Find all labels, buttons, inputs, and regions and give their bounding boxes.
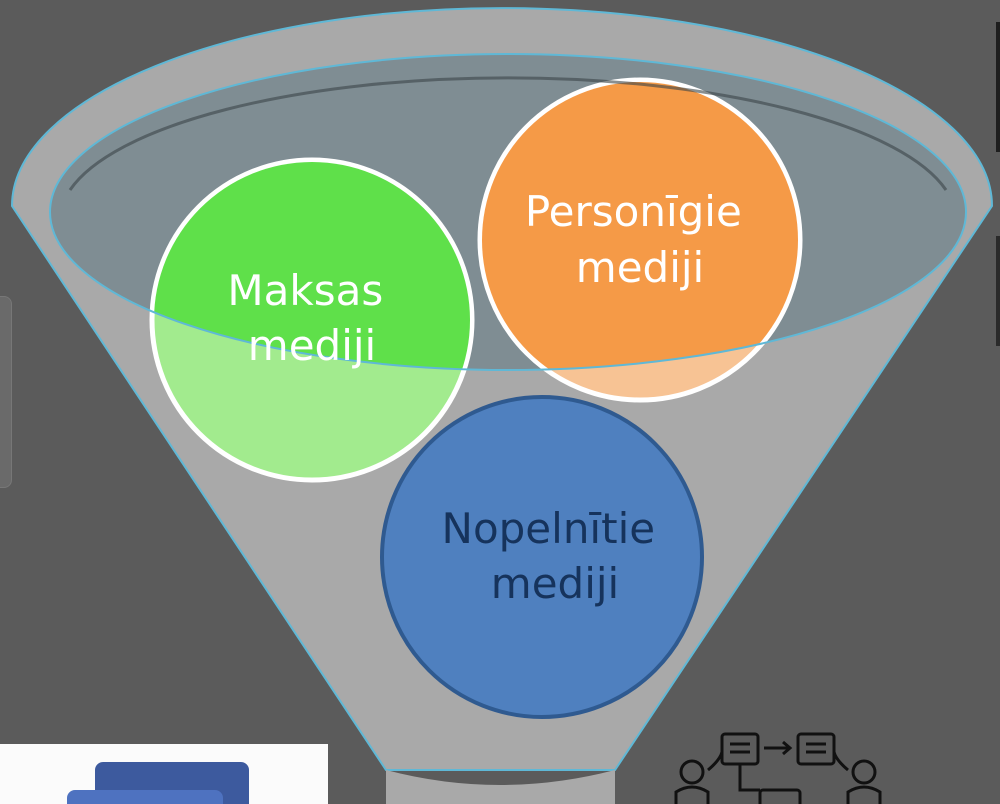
right-edge-bar bbox=[990, 0, 1000, 804]
workflow-people-icon bbox=[674, 732, 882, 804]
funnel-rim bbox=[49, 53, 967, 371]
paid-media-label: Maksas mediji bbox=[227, 266, 396, 370]
document-front-icon bbox=[67, 790, 223, 804]
funnel-spout bbox=[386, 770, 615, 804]
right-edge-segment bbox=[996, 22, 1000, 152]
side-panel-tab[interactable] bbox=[0, 296, 12, 488]
earned-media-label: Nopelnītie mediji bbox=[442, 504, 669, 608]
right-edge-segment bbox=[996, 236, 1000, 346]
earned-media-circle bbox=[380, 395, 704, 719]
thumbnail-card[interactable] bbox=[0, 744, 328, 804]
paid-media-circle-top bbox=[154, 162, 470, 370]
owned-media-label: Personīgie mediji bbox=[525, 187, 755, 292]
funnel-rim-shadow bbox=[68, 76, 948, 191]
owned-media-circle-top bbox=[482, 82, 798, 370]
